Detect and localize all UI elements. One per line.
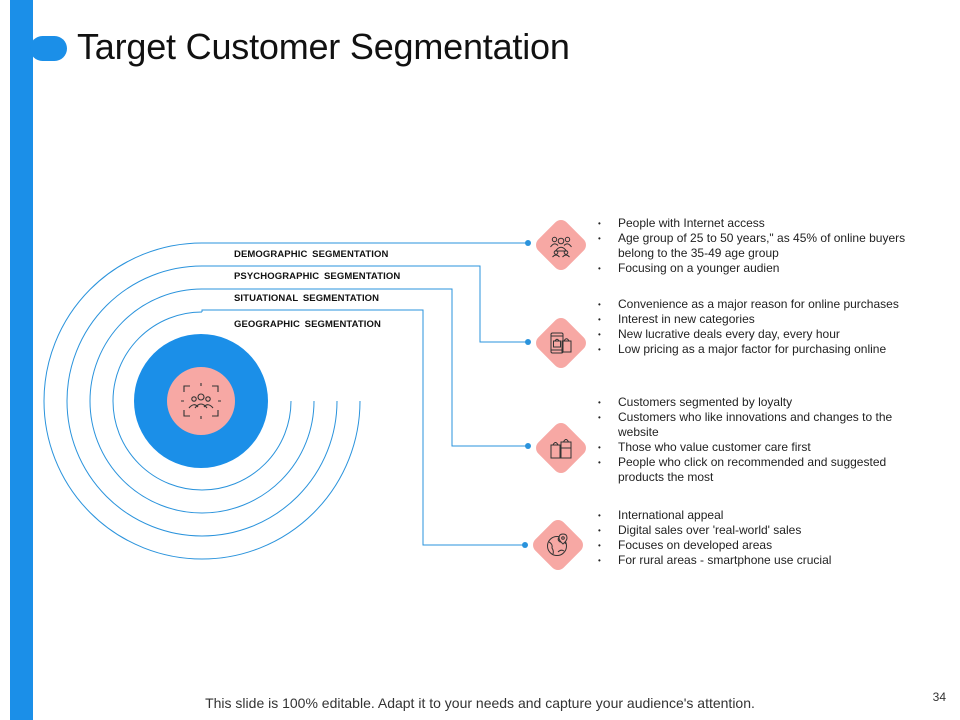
endpoint-demographic: [525, 240, 531, 246]
list-item: Focuses on developed areas: [598, 538, 918, 553]
list-item: Low pricing as a major factor for purcha…: [598, 342, 918, 357]
page-number: 34: [932, 690, 946, 704]
shopping-bags-icon: [550, 439, 572, 459]
list-item: Age group of 25 to 50 years," as 45% of …: [598, 231, 918, 261]
list-item: Convenience as a major reason for online…: [598, 297, 918, 312]
endpoint-situational: [525, 443, 531, 449]
list-item: Customers who like innovations and chang…: [598, 410, 918, 440]
list-item: People with Internet access: [598, 216, 918, 231]
segment-label-geographic: GEOGRAPHIC SEGMENTATION: [234, 319, 381, 330]
badge-geographic: [533, 520, 583, 570]
list-item: Interest in new categories: [598, 312, 918, 327]
people-group-icon: [550, 236, 572, 258]
list-item: International appeal: [598, 508, 918, 523]
list-item: Digital sales over 'real-world' sales: [598, 523, 918, 538]
arc-3: [89, 288, 315, 514]
mobile-shopping-icon: [550, 332, 572, 354]
list-item: For rural areas - smartphone use crucial: [598, 553, 918, 568]
globe-location-icon: [547, 533, 568, 556]
slide-title: Target Customer Segmentation: [77, 26, 570, 67]
points-geographic: International appeal Digital sales over …: [598, 508, 918, 568]
footer-note: This slide is 100% editable. Adapt it to…: [205, 695, 755, 711]
list-item: New lucrative deals every day, every hou…: [598, 327, 918, 342]
connector-geographic: [201, 309, 524, 546]
arc-2: [66, 265, 338, 537]
connector-endpoints: [522, 240, 531, 548]
center-pink-circle: [167, 367, 235, 435]
segment-label-psychographic: PSYCHOGRAPHIC SEGMENTATION: [234, 271, 401, 282]
points-situational: Customers segmented by loyalty Customers…: [598, 395, 918, 485]
badge-demographic: [536, 220, 586, 270]
endpoint-geographic: [522, 542, 528, 548]
badge-psychographic: [536, 318, 586, 368]
connector-situational: [202, 288, 527, 447]
title-accent-tab: [30, 36, 67, 61]
segment-label-demographic: DEMOGRAPHIC SEGMENTATION: [234, 249, 389, 260]
points-demographic: People with Internet access Age group of…: [598, 216, 918, 276]
arc-1: [43, 242, 361, 560]
segment-label-situational: SITUATIONAL SEGMENTATION: [234, 293, 380, 304]
list-item: Those who value customer care first: [598, 440, 918, 455]
list-item: Customers segmented by loyalty: [598, 395, 918, 410]
endpoint-psychographic: [525, 339, 531, 345]
points-psychographic: Convenience as a major reason for online…: [598, 297, 918, 357]
connector-lines: [201, 242, 527, 546]
target-people-icon: [181, 383, 221, 419]
badge-situational: [536, 423, 586, 473]
arc-4: [112, 311, 292, 491]
list-item: Focusing on a younger audien: [598, 261, 918, 276]
concentric-arcs: [43, 242, 361, 560]
list-item: People who click on recommended and sugg…: [598, 455, 918, 485]
connector-psychographic: [202, 265, 527, 343]
left-accent-bar: [10, 0, 33, 720]
